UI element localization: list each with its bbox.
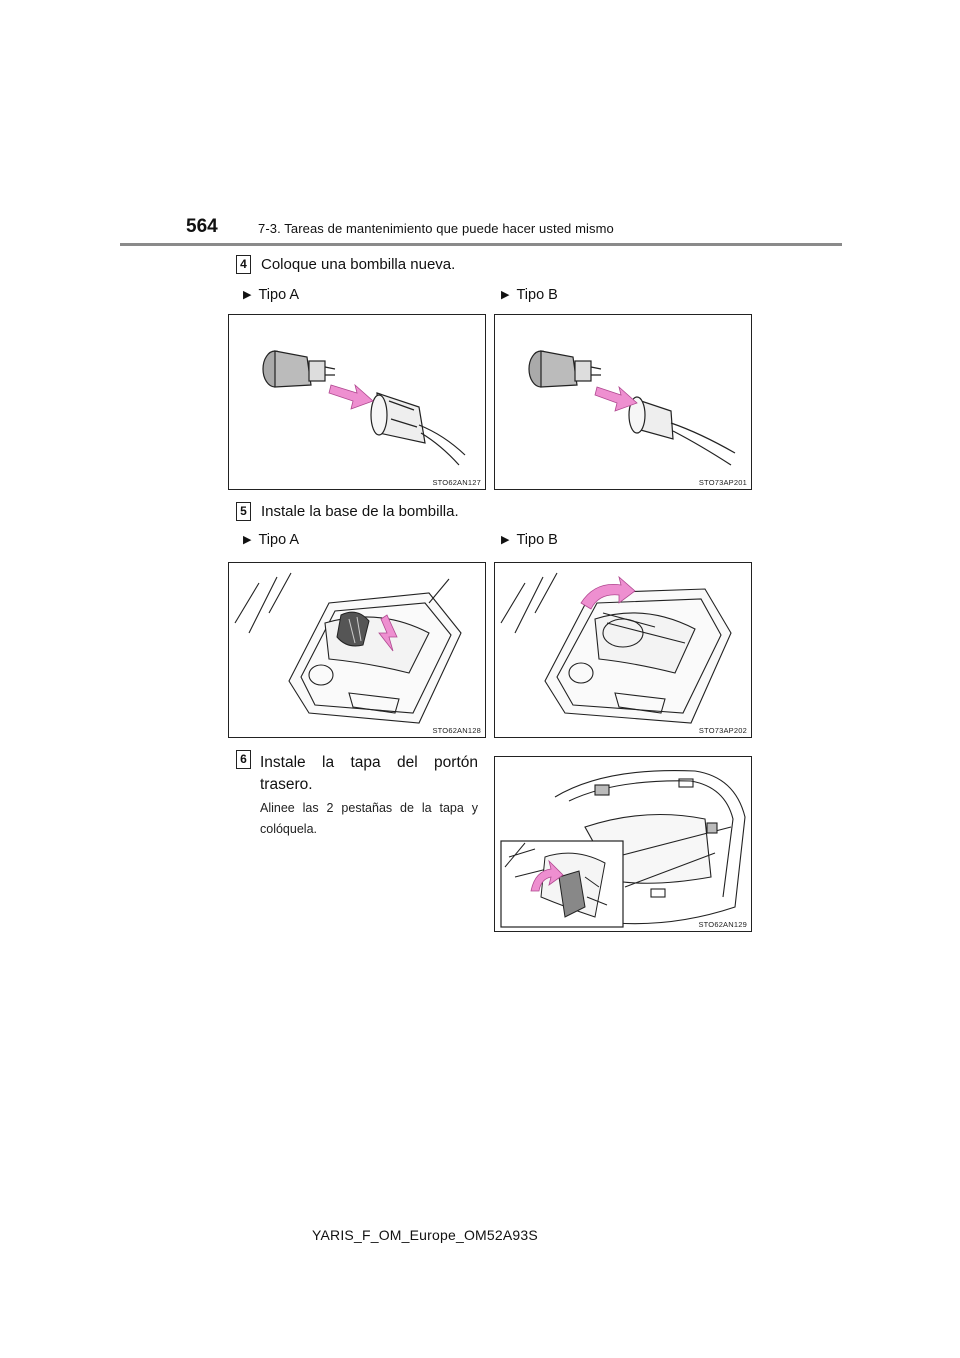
step-5-text: Instale la base de la bombilla. — [261, 503, 459, 520]
step-number-4: 4 — [236, 255, 251, 274]
figure-code: STO62AN127 — [432, 478, 481, 487]
figure-code: STO62AN129 — [698, 920, 747, 929]
section-title: 7-3. Tareas de mantenimiento que puede h… — [258, 221, 614, 236]
socket-install-illustration-b — [500, 572, 732, 724]
bulb-insert-illustration-a — [262, 350, 466, 466]
document-id: YARIS_F_OM_Europe_OM52A93S — [312, 1227, 538, 1243]
socket-install-illustration-a — [234, 572, 462, 724]
arrow-icon — [594, 385, 638, 412]
step-4-type-a-label: ▶Tipo A — [243, 287, 300, 303]
step-number-5: 5 — [236, 502, 251, 521]
figure-code: STO73AP202 — [698, 726, 747, 735]
arrow-icon — [328, 383, 374, 410]
step-5-type-a-label: ▶Tipo A — [243, 532, 300, 548]
figure-tailgate-cover: STO62AN129 — [494, 756, 752, 932]
header-divider — [120, 243, 842, 246]
bulb-insert-illustration-b — [528, 350, 736, 466]
figure-socket-type-b: STO73AP202 — [494, 562, 752, 738]
tailgate-cover-illustration — [500, 770, 746, 928]
figure-code: STO62AN128 — [432, 726, 481, 735]
triangle-right-icon: ▶ — [501, 534, 510, 546]
figure-socket-type-a: STO62AN128 — [228, 562, 486, 738]
triangle-right-icon: ▶ — [243, 289, 252, 301]
page-number: 564 — [186, 216, 218, 237]
triangle-right-icon: ▶ — [243, 534, 252, 546]
arrow-icon — [378, 614, 398, 652]
figure-bulb-type-b: STO73AP201 — [494, 314, 752, 490]
step-4-text: Coloque una bombilla nueva. — [261, 256, 456, 273]
step-5-type-b-label: ▶Tipo B — [501, 532, 558, 548]
triangle-right-icon: ▶ — [501, 289, 510, 301]
step-number-6: 6 — [236, 750, 251, 769]
step-4-type-b-label: ▶Tipo B — [501, 287, 558, 303]
figure-code: STO73AP201 — [698, 478, 747, 487]
step-6-text: Instale la tapa del portón trasero. — [260, 754, 478, 793]
rotate-arrow-icon — [580, 575, 636, 610]
arrow-icon — [530, 859, 564, 892]
figure-bulb-type-a: STO62AN127 — [228, 314, 486, 490]
step-6-note: Alinee las 2 pestañas de la tapa y colóq… — [260, 801, 478, 836]
